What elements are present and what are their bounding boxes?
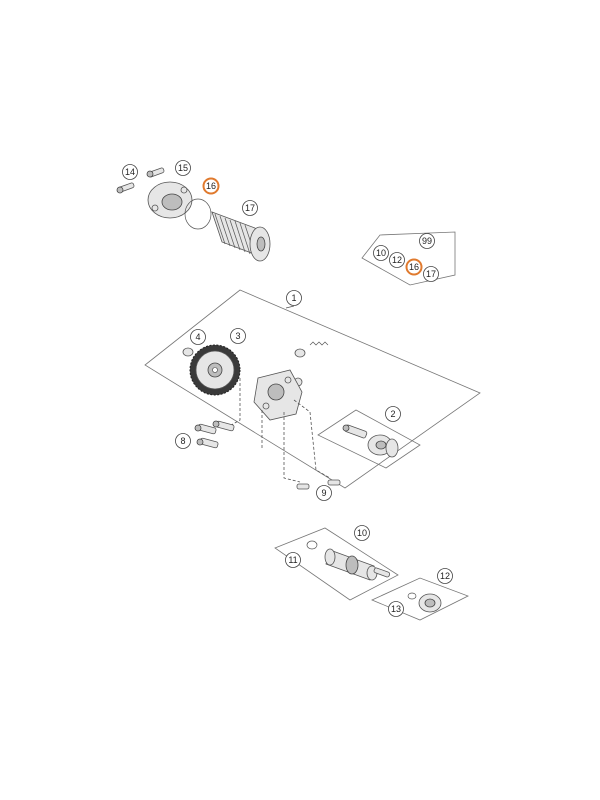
dowel-part: [296, 483, 310, 490]
callout-16-highlighted: 16: [202, 177, 220, 195]
bolt-part: [194, 423, 217, 435]
svg-text:12: 12: [440, 571, 450, 581]
o-ring-part: [184, 198, 212, 230]
filter-assembly: [116, 167, 271, 262]
screw-part: [116, 182, 135, 194]
callout-14: 14: [122, 164, 138, 180]
shim-part: [306, 540, 318, 550]
leader-line: [285, 305, 295, 309]
callout-1: 1: [286, 290, 302, 306]
callout-17: 17: [242, 200, 258, 216]
callout-kit-10: 10: [373, 245, 389, 261]
svg-text:2: 2: [390, 409, 395, 419]
callout-11: 11: [285, 552, 301, 568]
bolt-part: [196, 437, 219, 449]
callout-12: 12: [437, 568, 453, 584]
callout-2: 2: [385, 406, 401, 422]
callout-4: 4: [190, 329, 206, 345]
callout-kit-17: 17: [423, 266, 439, 282]
svg-text:10: 10: [357, 528, 367, 538]
gear-part: [189, 344, 241, 396]
screw-part: [146, 167, 165, 178]
oil-pump-panel: [144, 289, 481, 489]
plug-kit-panel: [371, 577, 469, 621]
callout-8: 8: [175, 433, 191, 449]
pump-housing-part: [253, 369, 303, 421]
svg-text:16: 16: [206, 181, 216, 191]
callout-15: 15: [175, 160, 191, 176]
assembly-guide-line: [293, 399, 331, 479]
bolt-part: [212, 420, 235, 432]
callout-kit-16-highlighted: 16: [405, 258, 423, 276]
dowel-part: [327, 479, 341, 486]
svg-text:9: 9: [321, 488, 326, 498]
seal-ring-part: [407, 592, 417, 600]
washer-part: [182, 347, 194, 357]
rotor-kit-panel: [317, 409, 421, 469]
rotor-shaft-part: [342, 424, 368, 439]
spring-part: [309, 341, 329, 346]
filter-cover-part: [147, 181, 193, 219]
callout-10: 10: [354, 525, 370, 541]
callout-kit-99: 99: [419, 233, 435, 249]
pump-shaft-part: [324, 548, 391, 581]
svg-text:10: 10: [376, 248, 386, 258]
assembly-guide-line: [283, 412, 301, 483]
callout-kit-12: 12: [389, 252, 405, 268]
svg-text:17: 17: [245, 203, 255, 213]
svg-text:16: 16: [409, 262, 419, 272]
callout-13: 13: [388, 601, 404, 617]
svg-text:1: 1: [291, 293, 296, 303]
svg-text:4: 4: [195, 332, 200, 342]
svg-text:17: 17: [426, 269, 436, 279]
svg-text:99: 99: [422, 236, 432, 246]
callout-3: 3: [230, 328, 246, 344]
svg-text:11: 11: [288, 555, 297, 565]
svg-text:14: 14: [125, 167, 135, 177]
rotor-part: [367, 434, 399, 458]
svg-text:12: 12: [392, 255, 402, 265]
svg-text:3: 3: [235, 331, 240, 341]
shaft-kit-panel: [274, 527, 399, 601]
svg-text:8: 8: [180, 436, 185, 446]
callout-9: 9: [316, 485, 332, 501]
oil-filter-part: [211, 211, 271, 262]
svg-text:13: 13: [391, 604, 401, 614]
svg-text:15: 15: [178, 163, 188, 173]
plug-part: [418, 593, 442, 613]
